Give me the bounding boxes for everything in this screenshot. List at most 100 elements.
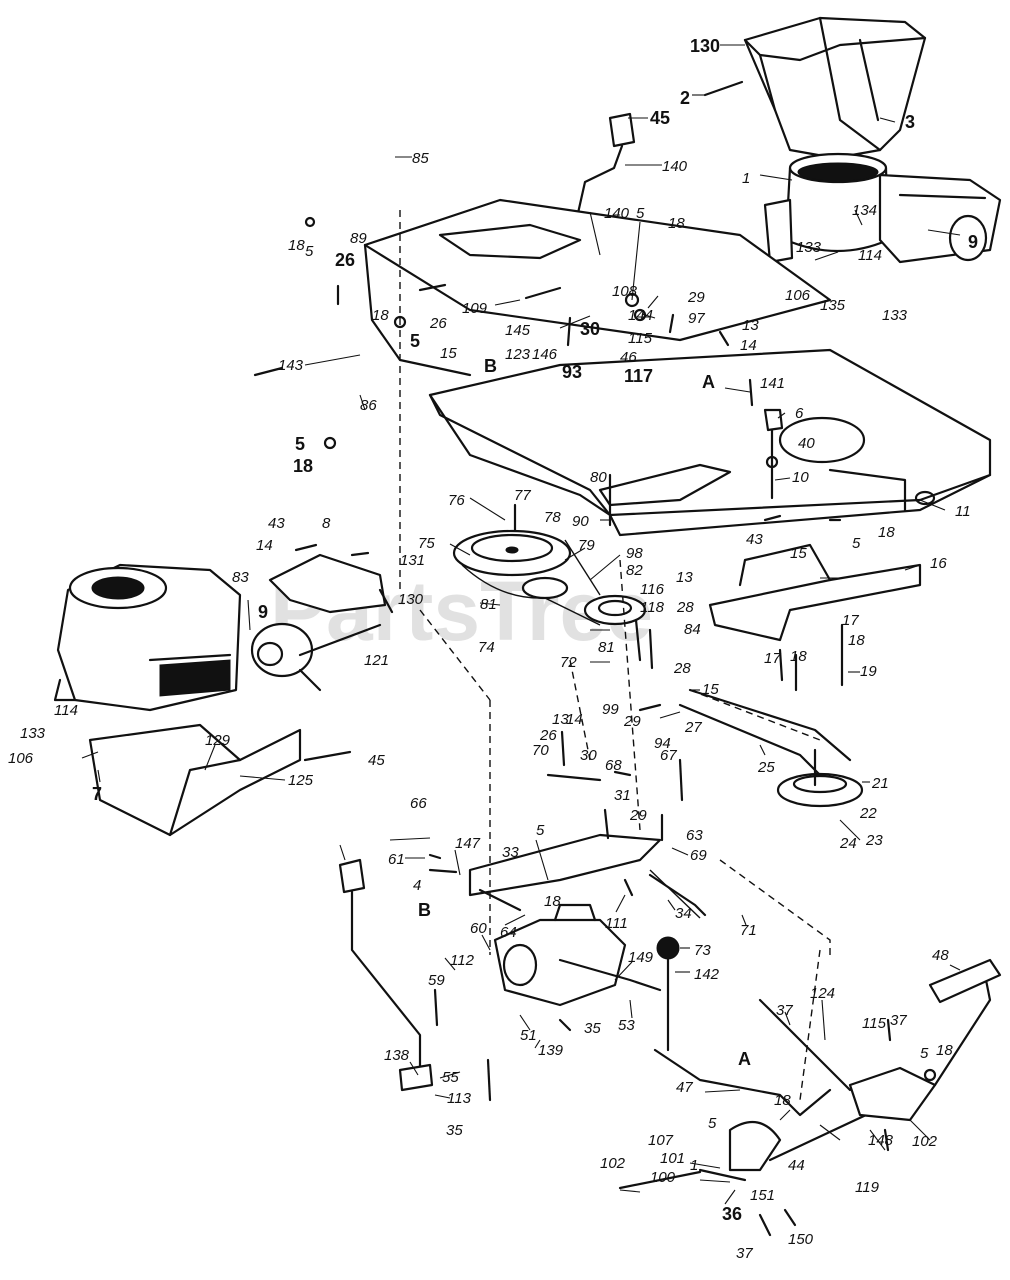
callout-18-b: 18 <box>668 215 685 232</box>
callout-18: 18 <box>288 237 305 254</box>
callout-119: 119 <box>855 1179 880 1196</box>
callout-99: 99 <box>602 701 619 718</box>
callout-82: 82 <box>626 562 643 579</box>
callout-5-e: 5 <box>852 535 861 552</box>
callout-66: 66 <box>410 795 427 812</box>
callout-18-d: 18 <box>293 456 313 476</box>
callout-148: 148 <box>868 1132 894 1149</box>
callout-1-b: 1 <box>690 1157 698 1174</box>
callout-43-b: 43 <box>746 531 763 548</box>
callout-4: 4 <box>413 877 421 894</box>
callout-106-b: 106 <box>8 750 34 767</box>
callout-108: 108 <box>612 283 638 300</box>
callout-17-b: 17 <box>764 650 781 667</box>
callout-18-g: 18 <box>790 648 807 665</box>
callout-86: 86 <box>360 397 377 414</box>
engine-shroud <box>88 723 302 837</box>
callout-26-b: 26 <box>429 315 447 332</box>
callout-45: 45 <box>650 108 670 128</box>
callout-100: 100 <box>650 1169 676 1186</box>
callout-147: 147 <box>455 835 481 852</box>
callout-5-c: 5 <box>410 331 420 351</box>
callout-25: 25 <box>757 759 775 776</box>
callout-125: 125 <box>288 772 314 789</box>
callout-22: 22 <box>859 805 877 822</box>
callout-35-b: 35 <box>446 1122 463 1139</box>
transaxle <box>493 903 627 1007</box>
housing-assembly <box>763 152 1002 264</box>
callout-3: 3 <box>905 112 915 132</box>
callout-72: 72 <box>560 654 577 671</box>
hardware <box>253 80 937 1237</box>
callout-21: 21 <box>871 775 889 792</box>
callout-68: 68 <box>605 757 622 774</box>
callout-77: 77 <box>514 487 531 504</box>
callout-74: 74 <box>478 639 495 656</box>
callout-5-g: 5 <box>920 1045 929 1062</box>
callout-143: 143 <box>278 357 304 374</box>
callout-5-b: 5 <box>636 205 645 222</box>
callout-43: 43 <box>268 515 285 532</box>
callout-5-h: 5 <box>708 1115 717 1132</box>
callout-111: 111 <box>605 915 628 932</box>
callout-81: 81 <box>480 596 497 613</box>
callout-150: 150 <box>788 1231 814 1248</box>
callout-51: 51 <box>520 1027 537 1044</box>
callout-37-c: 37 <box>736 1245 753 1262</box>
callout-26-c: 26 <box>539 727 557 744</box>
callout-146: 146 <box>532 346 558 363</box>
callout-5: 5 <box>305 243 314 260</box>
callout-133: 133 <box>796 239 822 256</box>
callout-55: 55 <box>442 1069 459 1086</box>
callout-71: 71 <box>740 922 757 939</box>
callout-102-b: 102 <box>600 1155 626 1172</box>
callout-133-c: 133 <box>20 725 46 742</box>
callout-118: 118 <box>640 599 665 616</box>
mule-bracket <box>708 543 922 642</box>
callout-29-c: 29 <box>629 807 647 824</box>
engine-bracket <box>268 553 387 614</box>
callout-17: 17 <box>842 612 859 629</box>
callout-70: 70 <box>532 742 549 759</box>
callout-28-b: 28 <box>673 660 691 677</box>
callout-140-b: 140 <box>604 205 630 222</box>
callout-1: 1 <box>742 170 750 187</box>
callout-36: 36 <box>722 1204 742 1224</box>
callout-80: 80 <box>590 469 607 486</box>
callout-18-c: 18 <box>372 307 389 324</box>
callout-90: 90 <box>572 513 589 530</box>
callout-14-c: 14 <box>566 711 583 728</box>
alignment-lines <box>399 210 831 1101</box>
callout-73: 73 <box>694 942 711 959</box>
callout-115-b: 115 <box>862 1015 887 1032</box>
callout-7: 7 <box>92 784 102 804</box>
drive-pulleys <box>452 529 647 626</box>
callout-140: 140 <box>662 158 688 175</box>
callout-33: 33 <box>502 844 519 861</box>
callout-5-f: 5 <box>536 822 545 839</box>
callout-37: 37 <box>776 1002 793 1019</box>
callout-117: 117 <box>624 366 653 386</box>
callout-124: 124 <box>810 985 835 1002</box>
callout-131: 131 <box>400 552 425 569</box>
callout-106: 106 <box>785 287 811 304</box>
callout-10: 10 <box>792 469 809 486</box>
callout-16: 16 <box>930 555 947 572</box>
callout-84: 84 <box>684 621 701 638</box>
callout-101: 101 <box>660 1150 685 1167</box>
callout-133-b: 133 <box>882 307 908 324</box>
callout-98: 98 <box>626 545 643 562</box>
callout-113: 113 <box>447 1090 472 1107</box>
callout-15: 15 <box>440 345 457 362</box>
callout-18-e: 18 <box>878 524 895 541</box>
callout-144: 144 <box>628 307 653 324</box>
callout-18-f: 18 <box>848 632 865 649</box>
leader-lines <box>81 44 961 1205</box>
callout-5-d: 5 <box>295 434 305 454</box>
engine-left <box>53 563 322 712</box>
callout-61: 61 <box>388 851 405 868</box>
callout-29-b: 29 <box>623 713 641 730</box>
shift-bracket-33 <box>468 833 662 897</box>
callout-134: 134 <box>852 202 877 219</box>
